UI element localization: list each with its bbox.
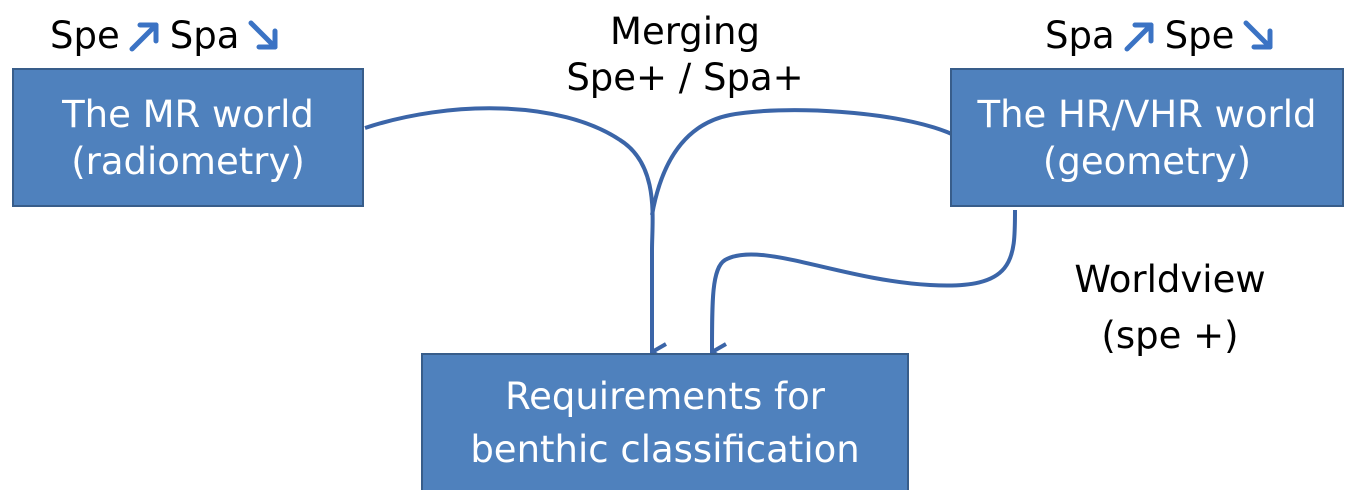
left-trend-spe: Spe (50, 14, 120, 57)
mr-world-subtitle: (radiometry) (71, 139, 305, 183)
hr-world-title: The HR/VHR world (977, 92, 1317, 136)
right-trend-label: Spa Spe (1045, 14, 1276, 58)
merging-title: Merging (610, 10, 760, 53)
merging-label: Merging Spe+ / Spa+ (555, 10, 815, 100)
arrow-up-right-icon (1124, 22, 1154, 52)
hr-world-subtitle: (geometry) (1042, 139, 1252, 183)
mr-world-title: The MR world (62, 92, 314, 136)
right-trend-spa: Spa (1045, 14, 1115, 57)
worldview-title: Worldview (1074, 258, 1266, 301)
arrow-down-right-icon (248, 20, 278, 50)
worldview-label: Worldview (spe +) (1050, 258, 1290, 358)
worldview-subtitle: (spe +) (1101, 314, 1239, 357)
merging-subtitle: Spe+ / Spa+ (566, 56, 804, 99)
requirements-title: Requirements for (505, 374, 825, 418)
requirements-subtitle: benthic classification (470, 427, 860, 471)
connector-mr-to-requirements (364, 106, 653, 352)
left-trend-label: Spe Spa (50, 14, 281, 58)
arrow-up-right-icon (129, 22, 159, 52)
requirements-box: Requirements for benthic classification (421, 353, 909, 490)
connector-hr-to-requirements (712, 209, 1017, 352)
arrow-down-right-icon (1243, 20, 1273, 50)
right-trend-spe: Spe (1164, 14, 1235, 57)
hr-world-box: The HR/VHR world (geometry) (950, 68, 1344, 207)
mr-world-box: The MR world (radiometry) (12, 68, 364, 207)
connector-hr-merge-branch (650, 108, 955, 216)
left-trend-spa: Spa (169, 14, 240, 57)
